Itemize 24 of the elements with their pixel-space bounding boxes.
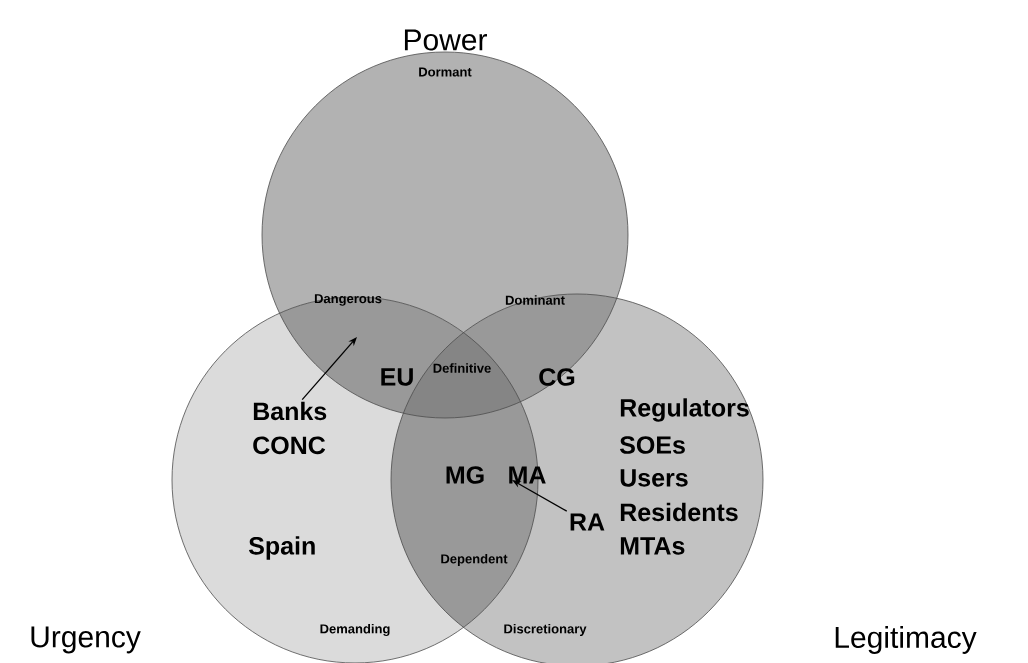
circle-label: Power <box>404 29 487 51</box>
stakeholder-label: Banks CONC <box>253 401 327 455</box>
arrow <box>512 480 568 512</box>
stakeholder-label: Spain <box>248 536 315 560</box>
stakeholder-label: SOEs <box>619 436 685 454</box>
stakeholder-label: CG <box>539 368 575 386</box>
region-label: Demanding <box>320 623 390 637</box>
region-label: Dependent <box>441 553 508 567</box>
stakeholder-label: MTAs <box>620 537 685 555</box>
stakeholder-label: Residents <box>620 502 738 522</box>
stakeholder-label: MG <box>446 466 484 484</box>
stakeholder-label: EU <box>381 368 413 386</box>
region-label: Definitive <box>433 363 491 373</box>
stakeholder-label: Users <box>620 469 688 487</box>
region-label: Dominant <box>505 295 565 305</box>
stakeholder-label: MA <box>509 466 546 484</box>
region-label: Discretionary <box>504 623 587 637</box>
region-label: Dangerous <box>314 294 382 306</box>
circle-label: Urgency <box>31 626 141 654</box>
stakeholder-label: Regulators <box>620 398 749 422</box>
region-label: Dormant <box>419 67 472 77</box>
stakeholder-label: RA <box>570 513 605 531</box>
arrow <box>301 337 357 401</box>
circle-label: Legitimacy <box>835 626 977 654</box>
